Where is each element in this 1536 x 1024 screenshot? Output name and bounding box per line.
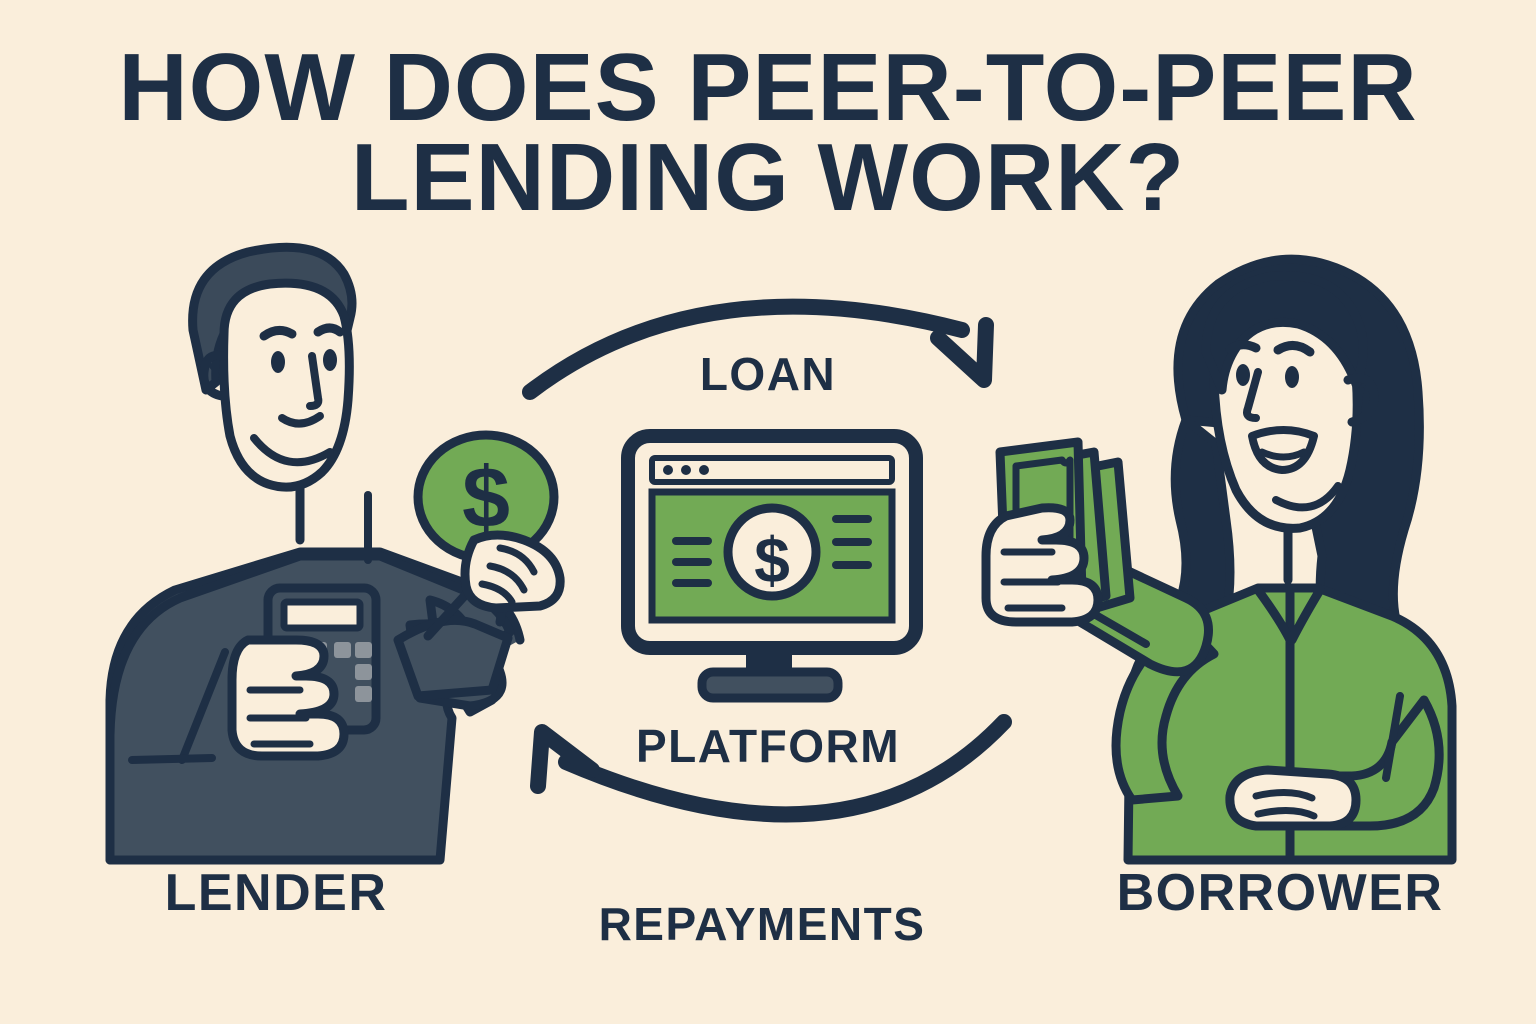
screen-line-right: [832, 515, 872, 523]
lender-knuckle: [478, 580, 516, 606]
browser-dot: [699, 465, 709, 475]
repayments-label: REPAYMENTS: [599, 898, 926, 950]
lender-figure: $ LENDER: [105, 242, 565, 922]
title-line-1: HOW DOES PEER-TO-PEER: [118, 34, 1417, 141]
lender-brow-right: [313, 323, 345, 337]
coin-symbol: $: [462, 450, 510, 546]
borrower-ear: [1343, 373, 1379, 427]
screen-line-left: [672, 558, 712, 566]
browser-bar: [649, 455, 895, 485]
monitor-stand-base: [697, 667, 843, 703]
lender-eye-left: [271, 351, 285, 373]
calculator-key: [355, 664, 372, 680]
title-line-2: LENDING WORK?: [351, 124, 1185, 231]
screen-line-right: [832, 561, 872, 569]
browser-dot: [663, 465, 673, 475]
borrower-nose: [1243, 368, 1262, 422]
borrower-arm-crease: [1382, 692, 1404, 782]
lender-sleeve-crease-left2: [128, 754, 216, 764]
platform-label: PLATFORM: [636, 720, 900, 772]
borrower-ear-detail: [1356, 387, 1365, 407]
borrower-mouth: [1248, 426, 1318, 474]
borrower-jaw: [1272, 482, 1342, 512]
browser-dot: [681, 465, 691, 475]
calculator-key: [355, 642, 372, 658]
lender-knuckle: [486, 562, 528, 594]
lender-ear-detail: [209, 363, 219, 383]
lender-face: [219, 278, 354, 492]
lender-left-hand: [227, 635, 349, 761]
lender-forearm: [393, 615, 513, 701]
borrower-left-hand: [981, 503, 1103, 627]
borrower-brow-right: [1273, 341, 1315, 357]
borrower-collar-left: [1253, 585, 1295, 645]
lender-label: LENDER: [165, 864, 388, 922]
borrower-finger-line: [1254, 807, 1318, 820]
lender-ear: [199, 350, 227, 401]
platform-monitor: $: [621, 429, 923, 703]
borrower-eye-right: [1285, 366, 1299, 388]
borrower-figure: BORROWER: [981, 254, 1457, 922]
lender-knuckle: [496, 544, 538, 576]
lender-mouth: [278, 412, 324, 428]
repayments-arrow-head: [530, 724, 600, 794]
borrower-finger-line: [1252, 789, 1316, 802]
repayments-arrow-curve: [558, 714, 1012, 823]
dollar-coin: $: [413, 430, 559, 564]
lender-nose: [306, 352, 323, 410]
borrower-label: BORROWER: [1117, 864, 1444, 922]
loan-arrow-curve: [522, 298, 970, 400]
calculator-key: [334, 642, 351, 658]
borrower-eye-left: [1236, 364, 1250, 386]
lender-eye-right: [323, 349, 337, 371]
loan-arrow: [522, 298, 994, 400]
repayments-arrow: [530, 714, 1012, 823]
borrower-brow-left: [1225, 340, 1261, 354]
borrower-right-hand: [1225, 765, 1361, 831]
lender-brow-left: [259, 326, 297, 341]
screen-line-left: [672, 537, 712, 545]
loan-arrow-head: [930, 317, 994, 388]
calculator-display: [280, 598, 364, 632]
calculator-key: [355, 686, 372, 702]
screen-line-right: [832, 538, 872, 546]
lender-jaw: [250, 434, 334, 467]
screen-dollar-circle: [723, 503, 821, 601]
screen-dollar-symbol: $: [754, 524, 790, 596]
lender-sleeve-crease-left: [178, 648, 229, 764]
loan-label: LOAN: [700, 348, 836, 400]
screen-line-left: [672, 579, 712, 587]
borrower-collar-right: [1287, 585, 1325, 645]
borrower-mouth-inner: [1258, 448, 1308, 461]
